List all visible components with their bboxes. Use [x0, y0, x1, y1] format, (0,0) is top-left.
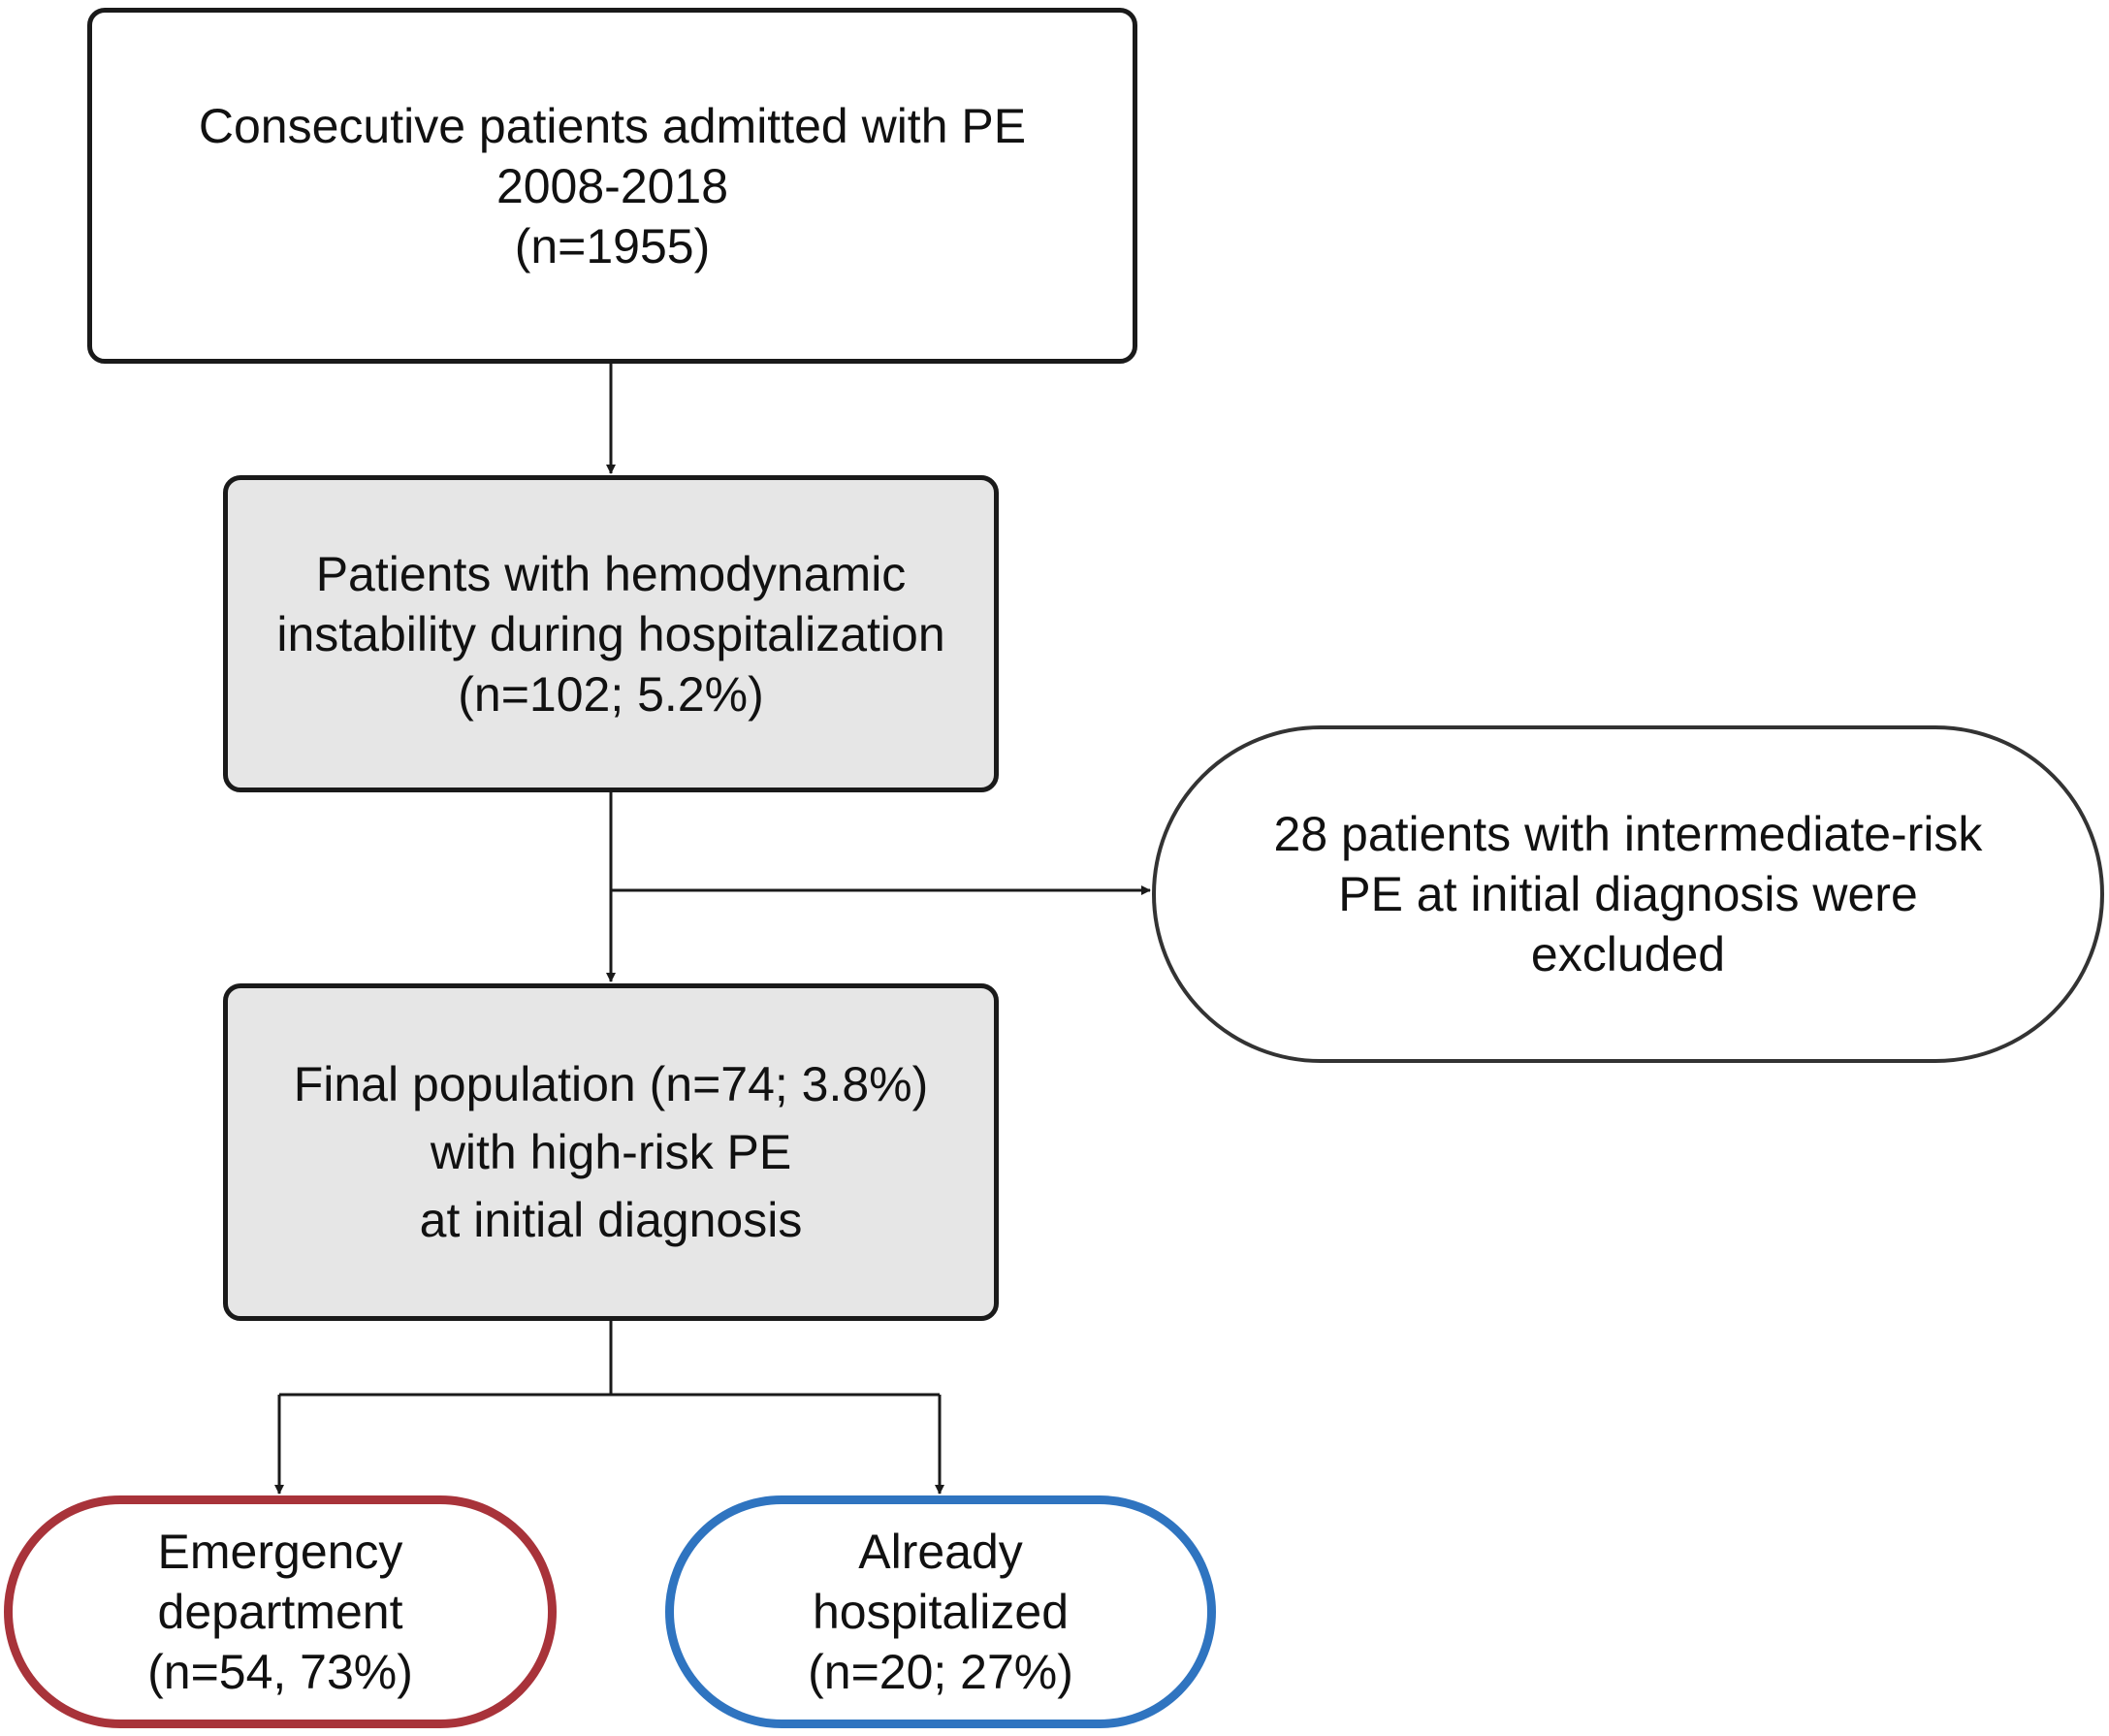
cohort-line-2: 2008-2018 — [495, 158, 729, 213]
hospitalized-line-1: Already — [858, 1525, 1023, 1579]
hospitalized-line-2: hospitalized — [812, 1585, 1070, 1639]
already-hospitalized-box: Already hospitalized (n=20; 27%) — [665, 1495, 1216, 1728]
emergency-line-2: department — [157, 1585, 403, 1639]
excluded-line-3: excluded — [1530, 927, 1726, 981]
instability-line-3: (n=102; 5.2%) — [458, 666, 764, 722]
instability-box: Patients with hemodynamic instability du… — [223, 475, 999, 792]
instability-line-1: Patients with hemodynamic — [315, 546, 907, 601]
final-population-box: Final population (n=74; 3.8%) with high-… — [223, 983, 999, 1321]
cohort-line-1: Consecutive patients admitted with PE — [198, 98, 1027, 153]
instability-line-2: instability during hospitalization — [276, 606, 945, 661]
cohort-box: Consecutive patients admitted with PE 20… — [87, 8, 1137, 364]
cohort-line-3: (n=1955) — [514, 218, 711, 273]
final-line-3: at initial diagnosis — [419, 1193, 803, 1247]
final-line-1: Final population (n=74; 3.8%) — [293, 1057, 929, 1111]
emergency-department-box: Emergency department (n=54, 73%) — [4, 1495, 557, 1728]
excluded-line-1: 28 patients with intermediate-risk — [1273, 807, 1983, 861]
final-line-2: with high-risk PE — [430, 1125, 792, 1179]
emergency-line-1: Emergency — [157, 1525, 403, 1579]
hospitalized-line-3: (n=20; 27%) — [808, 1645, 1073, 1699]
emergency-line-3: (n=54, 73%) — [147, 1645, 413, 1699]
excluded-box: 28 patients with intermediate-risk PE at… — [1152, 725, 2104, 1063]
excluded-line-2: PE at initial diagnosis were — [1338, 867, 1918, 921]
